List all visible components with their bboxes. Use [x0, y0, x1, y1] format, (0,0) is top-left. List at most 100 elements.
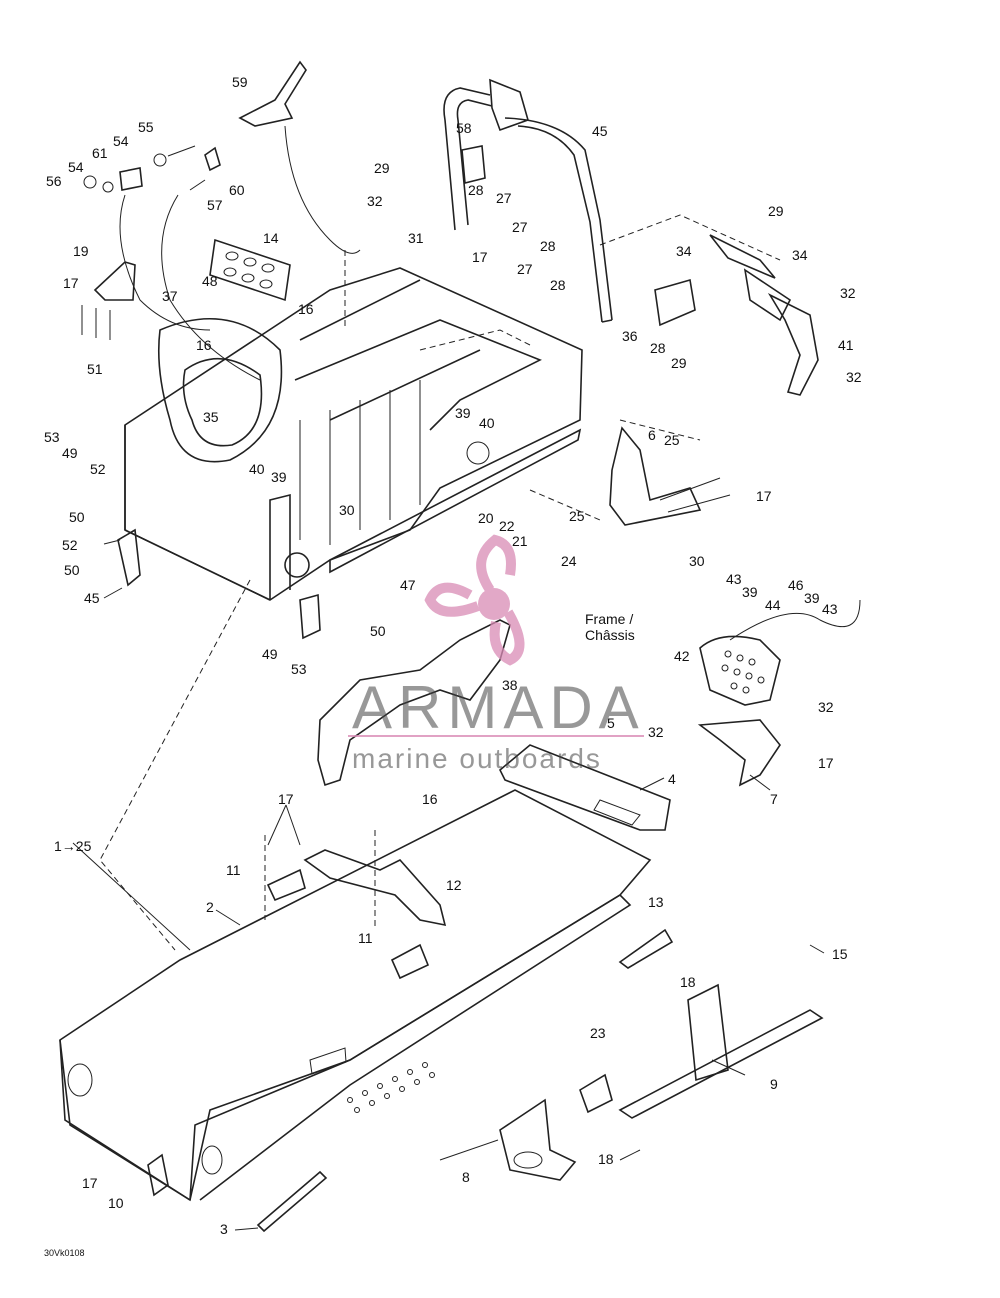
- callout-label: 49: [62, 445, 78, 461]
- rail-part-9: [618, 1009, 824, 1119]
- callout-label: 59: [232, 74, 248, 90]
- callout-label: 27: [496, 190, 512, 206]
- callout-label: 29: [374, 160, 390, 176]
- callout-label: 44: [765, 597, 781, 613]
- callout-label: 25: [569, 508, 585, 524]
- frame-hole: [284, 552, 310, 578]
- tunnel-vent-holes: [347, 1062, 435, 1113]
- callout-label: 61: [92, 145, 108, 161]
- bracket-part-11-lower: [390, 943, 430, 980]
- callout-label: 31: [408, 230, 424, 246]
- callout-label: 5: [607, 715, 615, 731]
- part-4-slot: [593, 799, 641, 826]
- callout-label: 32: [648, 724, 664, 740]
- callout-label: 34: [676, 243, 692, 259]
- propeller-logo: [424, 534, 525, 666]
- plate-part-34b: [743, 268, 792, 322]
- callout-label: 15: [832, 946, 848, 962]
- callout-label: 16: [298, 301, 314, 317]
- frame-label-line2: Châssis: [585, 627, 635, 643]
- tunnel-hole-2: [201, 1145, 223, 1175]
- callout-label: 56: [46, 173, 62, 189]
- callout-label: 32: [846, 369, 862, 385]
- callout-label: 11: [226, 862, 241, 878]
- plate-part-10: [147, 1153, 169, 1197]
- callout-label: 27: [517, 261, 533, 277]
- callout-label: 21: [512, 533, 528, 549]
- plate-part-13: [618, 928, 674, 969]
- callout-labels: 59 55 54 61 54 56 60 57 58 45 29 28 27 2…: [44, 74, 862, 1258]
- callout-label: 32: [840, 285, 856, 301]
- bracket-part-14: [209, 238, 291, 302]
- callout-label: 50: [69, 509, 85, 525]
- frame-inner-opening: [182, 357, 263, 447]
- callout-label: 51: [87, 361, 103, 377]
- callout-label: 8: [462, 1169, 470, 1185]
- propeller-blade-top: [476, 534, 516, 593]
- bolts-17-left: [81, 305, 111, 340]
- bracket-part-41: [767, 293, 819, 396]
- watermark-underline: [348, 735, 644, 737]
- frame-label-line1: Frame /: [585, 611, 633, 627]
- callout-label: 19: [73, 243, 89, 259]
- callout-label: 3: [220, 1221, 228, 1237]
- callout-label: 36: [622, 328, 638, 344]
- bracket-part-36: [654, 278, 696, 327]
- callout-label: 40: [479, 415, 495, 431]
- mesh-holes: [721, 650, 765, 694]
- callout-label: 11: [358, 930, 373, 946]
- callout-label: 39: [271, 469, 287, 485]
- callout-label: 10: [108, 1195, 124, 1211]
- callout-label: 20: [478, 510, 494, 526]
- callout-label: 16: [196, 337, 212, 353]
- callout-label: 41: [838, 337, 854, 353]
- callout-label: 39: [455, 405, 471, 421]
- tunnel-fold: [59, 1039, 191, 1201]
- bracket-part-23: [579, 1073, 613, 1114]
- bracket-part-6: [609, 426, 702, 526]
- callout-label: 4: [668, 771, 676, 787]
- mesh-plate-part-42: [699, 635, 781, 706]
- bracket-part-8: [499, 1098, 577, 1181]
- callout-label: 7: [770, 791, 778, 807]
- callout-label: 49: [262, 646, 278, 662]
- callout-label: 50: [64, 562, 80, 578]
- leader-lines: [72, 539, 825, 1231]
- support-part-38: [317, 619, 511, 787]
- callout-label: 30: [339, 502, 355, 518]
- callout-label: 28: [550, 277, 566, 293]
- callout-label: 43: [822, 601, 838, 617]
- callout-label: 16: [422, 791, 438, 807]
- callout-label: 37: [162, 288, 178, 304]
- watermark-brand: ARMADA: [352, 674, 645, 741]
- loop-42-43: [729, 599, 861, 641]
- callout-label: 17: [63, 275, 79, 291]
- parts-line-art: [59, 60, 861, 1233]
- callout-label: 30: [689, 553, 705, 569]
- callout-label: 23: [590, 1025, 606, 1041]
- callout-label: 12: [446, 877, 462, 893]
- callout-label: 42: [674, 648, 690, 664]
- callout-label: 60: [229, 182, 245, 198]
- hardware-upper-left: [83, 145, 261, 381]
- callout-label: 22: [499, 518, 515, 534]
- rail-9-bracket: [687, 983, 729, 1082]
- callout-label: 28: [468, 182, 484, 198]
- callout-label: 13: [648, 894, 664, 910]
- callout-label: 32: [367, 193, 383, 209]
- diagram-code: 30Vk0108: [44, 1248, 85, 1258]
- frame-opening: [157, 318, 283, 463]
- callout-label: 50: [370, 623, 386, 639]
- callout-label: 24: [561, 553, 577, 569]
- callout-label: 52: [90, 461, 106, 477]
- crossmember-part-4: [499, 744, 671, 831]
- callout-label: 46: [788, 577, 804, 593]
- propeller-blade-left: [424, 582, 480, 617]
- watermark-tagline: marine outboards: [352, 743, 602, 774]
- callout-label: 28: [540, 238, 556, 254]
- bumper-part-45: [117, 528, 141, 587]
- rod-part-3: [256, 1170, 328, 1233]
- propeller-blade-right: [489, 609, 525, 666]
- bracket-part-49: [299, 593, 321, 640]
